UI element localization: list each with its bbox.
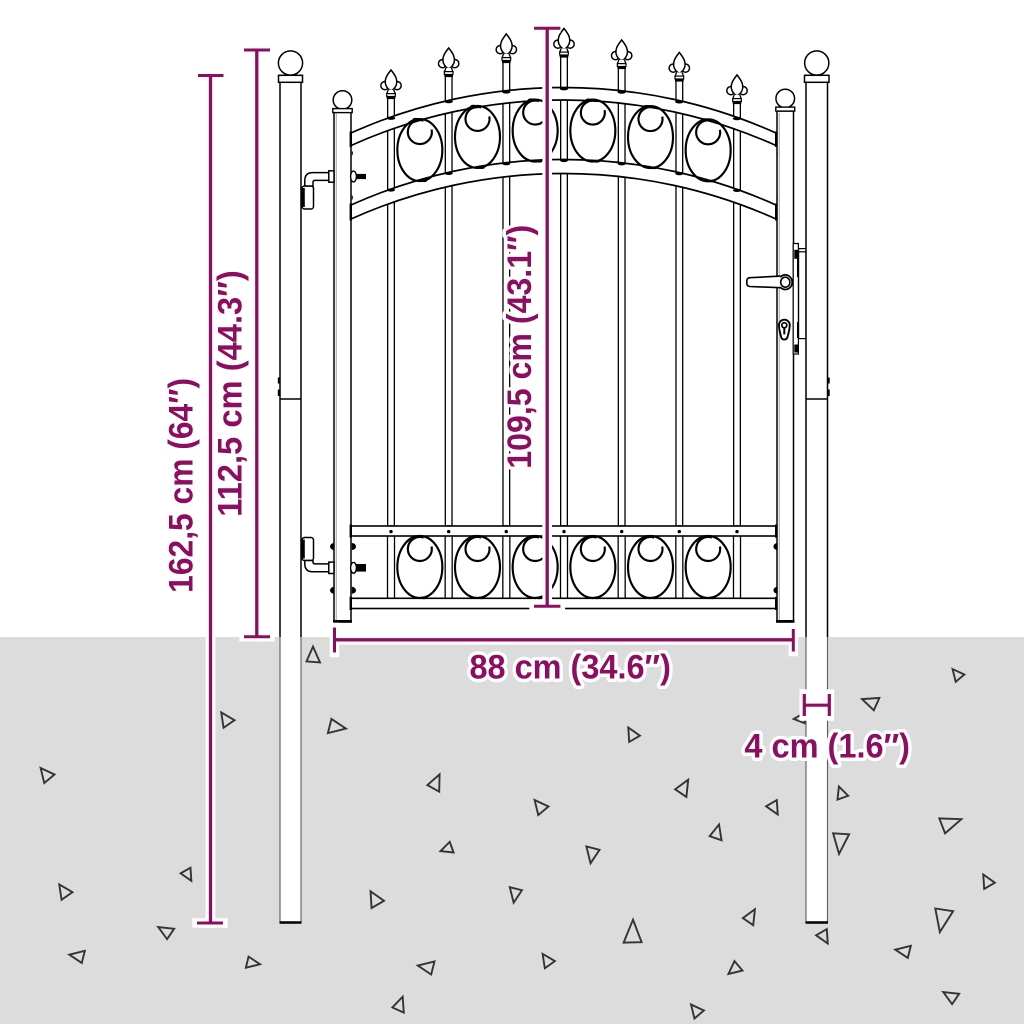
svg-text:88 cm (34.6″): 88 cm (34.6″)	[469, 649, 670, 687]
svg-text:109,5 cm (43.1″): 109,5 cm (43.1″)	[501, 225, 539, 469]
svg-text:4 cm (1.6″): 4 cm (1.6″)	[744, 728, 910, 766]
svg-text:162,5 cm (64″): 162,5 cm (64″)	[162, 378, 200, 593]
svg-text:112,5 cm (44.3″): 112,5 cm (44.3″)	[212, 270, 250, 517]
